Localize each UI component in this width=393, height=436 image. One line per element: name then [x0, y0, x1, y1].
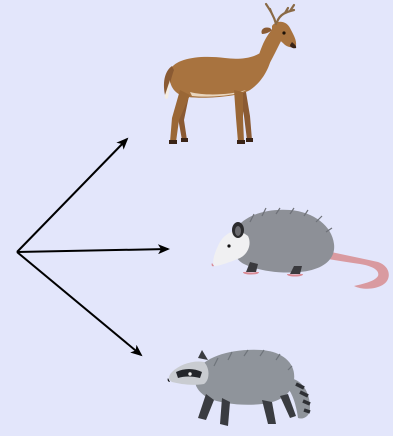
- food-web-diagram: [0, 0, 393, 436]
- diagram-canvas: [0, 0, 393, 436]
